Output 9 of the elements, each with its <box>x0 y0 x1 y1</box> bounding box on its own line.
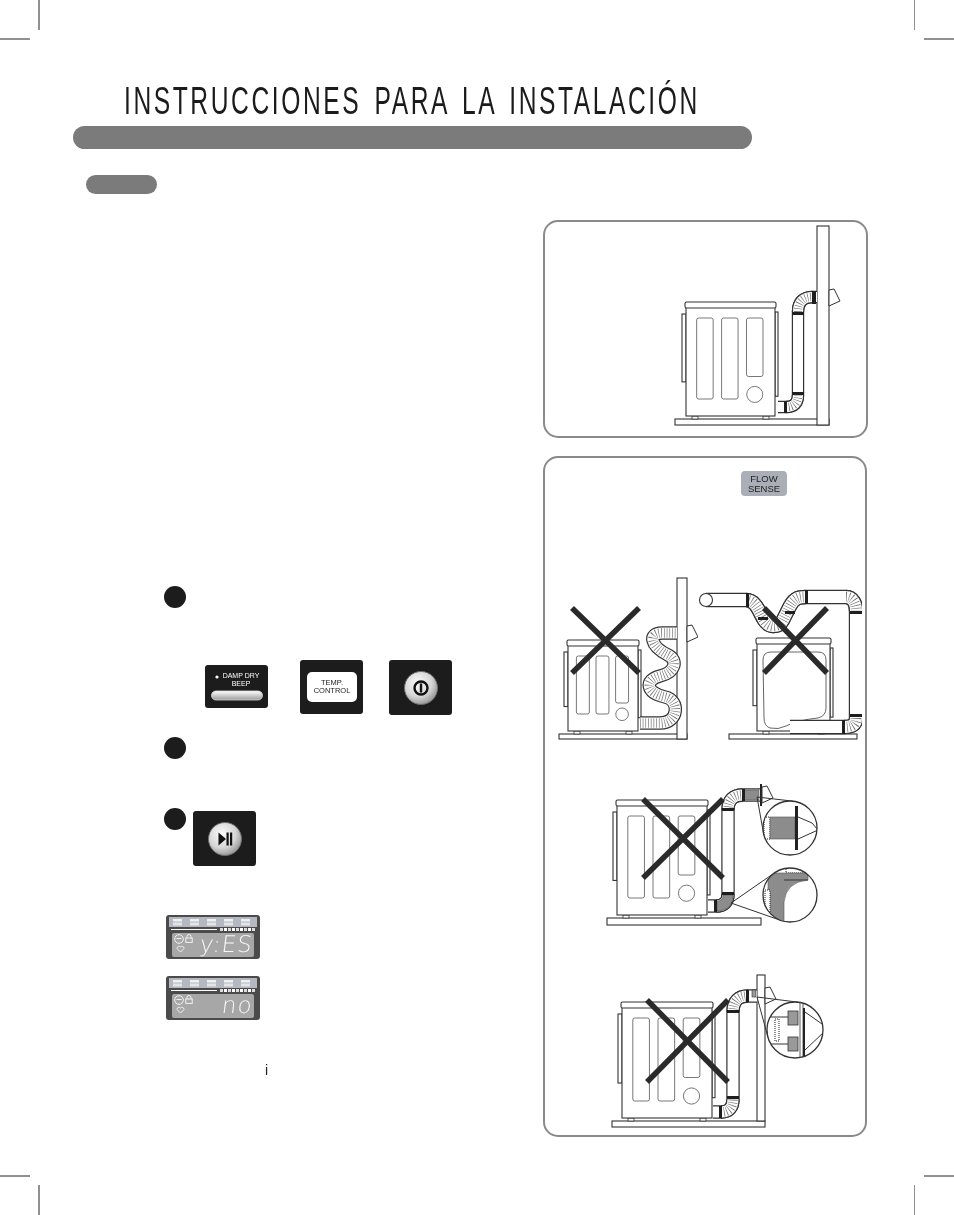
page-title: INSTRUCCIONES PARA LA INSTALACIÓN <box>124 81 700 121</box>
display-readout: no <box>220 993 255 1018</box>
start-pause-button <box>193 811 256 866</box>
flow-sense-button: FLOW SENSE <box>741 471 787 496</box>
text-fragment: i <box>265 1062 269 1078</box>
display-panel <box>166 915 260 959</box>
display-readout: y:ES <box>198 932 255 957</box>
power-button <box>389 660 452 715</box>
display-panel <box>166 976 260 1020</box>
